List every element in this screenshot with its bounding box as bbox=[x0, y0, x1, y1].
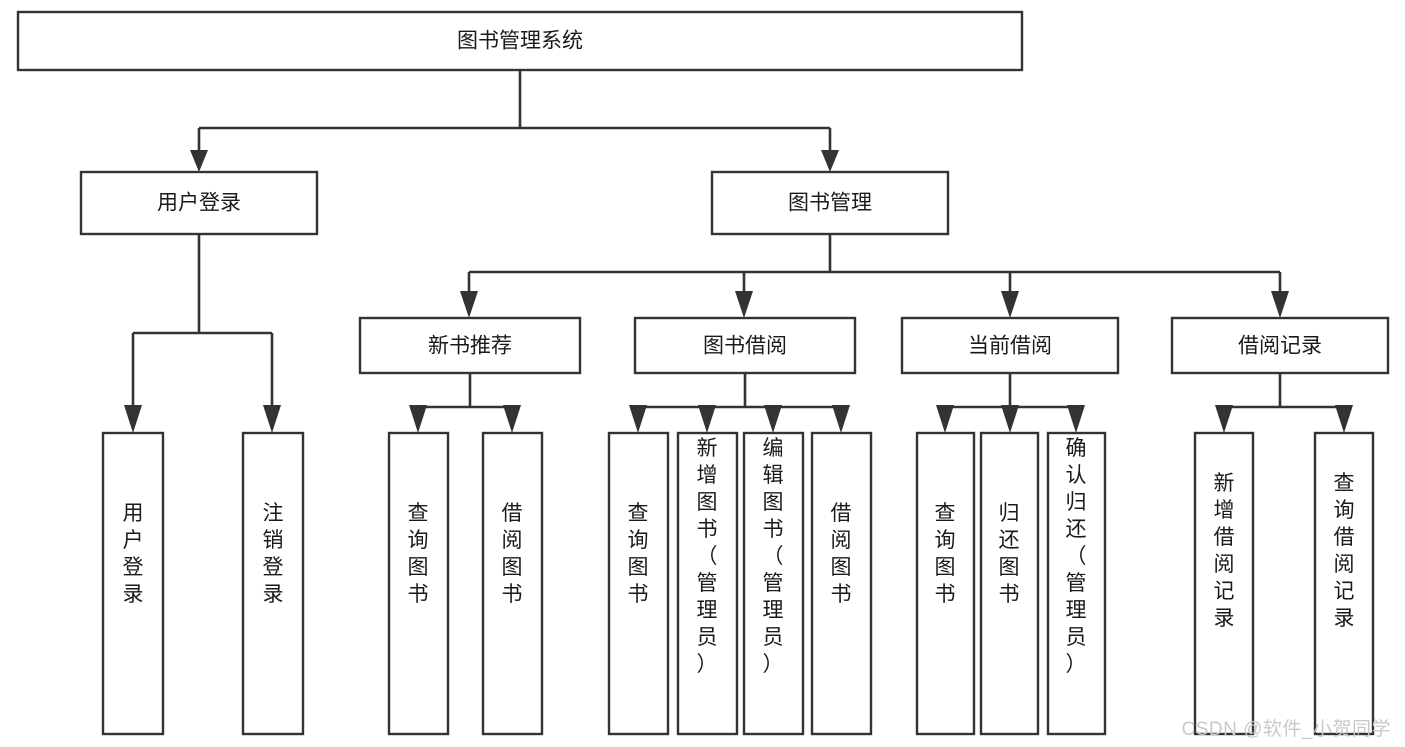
node-leaf-recommend-1[interactable]: 借阅图书 bbox=[481, 431, 544, 736]
node-book-borrow-box bbox=[633, 316, 857, 375]
node-leaf-user-login-1-box bbox=[241, 431, 305, 736]
arrowhead-leaf-current-2 bbox=[1067, 405, 1085, 433]
node-leaf-borrow-2-box bbox=[742, 431, 805, 736]
arrowhead-level2-3 bbox=[1271, 291, 1289, 318]
node-leaf-borrow-1-box bbox=[676, 431, 739, 736]
arrowhead-leaf-record-1 bbox=[1335, 405, 1353, 433]
arrowhead-leaf-borrow-2 bbox=[764, 405, 782, 433]
node-leaf-user-login-0[interactable]: 用户登录 bbox=[101, 431, 165, 736]
node-leaf-recommend-0-label: 查询图书 bbox=[408, 502, 429, 606]
node-leaf-borrow-0-box bbox=[607, 431, 670, 736]
node-leaf-user-login-1-label: 注销登录 bbox=[263, 502, 284, 606]
node-leaf-record-0-box bbox=[1193, 431, 1255, 736]
node-book-management[interactable]: 图书管理 bbox=[710, 170, 950, 236]
node-leaf-user-login-0-box bbox=[101, 431, 165, 736]
node-leaf-record-0-label: 新增借阅记录 bbox=[1214, 472, 1235, 630]
node-borrow-record-box bbox=[1170, 316, 1390, 375]
arrowhead-level2-1 bbox=[735, 291, 753, 318]
node-leaf-current-2-label: 确认归还（管理员） bbox=[1066, 437, 1087, 676]
node-root-box bbox=[16, 10, 1024, 72]
node-new-book-recommend-box bbox=[358, 316, 582, 375]
node-leaf-record-1-label: 查询借阅记录 bbox=[1334, 472, 1355, 630]
node-root-label: 图书管理系统 bbox=[457, 30, 583, 53]
node-leaf-borrow-3-label: 借阅图书 bbox=[831, 502, 852, 606]
node-leaf-recommend-1-box bbox=[481, 431, 544, 736]
node-leaf-current-1[interactable]: 归还图书 bbox=[979, 431, 1040, 736]
node-leaf-borrow-2-label: 编辑图书（管理员） bbox=[763, 437, 784, 676]
arrowhead-leaf-record-0 bbox=[1215, 405, 1233, 433]
node-current-borrow-box bbox=[900, 316, 1120, 375]
node-user-login[interactable]: 用户登录 bbox=[79, 170, 319, 236]
node-leaf-borrow-1-label: 新增图书（管理员） bbox=[697, 437, 718, 676]
arrowhead-leaf-user-login-0 bbox=[124, 405, 142, 433]
arrowhead-leaf-recommend-1 bbox=[503, 405, 521, 433]
node-root-book-management-system[interactable]: 图书管理系统 bbox=[16, 10, 1024, 72]
node-book-borrow[interactable]: 图书借阅 bbox=[633, 316, 857, 375]
node-leaf-recommend-0[interactable]: 查询图书 bbox=[387, 431, 450, 736]
node-leaf-borrow-3-box bbox=[810, 431, 873, 736]
arrowhead-leaf-current-0 bbox=[936, 405, 954, 433]
arrowhead-leaf-borrow-3 bbox=[832, 405, 850, 433]
node-leaf-borrow-3[interactable]: 借阅图书 bbox=[810, 431, 873, 736]
node-current-borrow-label: 当前借阅 bbox=[968, 335, 1052, 358]
node-book-borrow-label: 图书借阅 bbox=[703, 335, 787, 358]
node-leaf-current-0[interactable]: 查询图书 bbox=[915, 431, 976, 736]
node-book-management-label: 图书管理 bbox=[788, 192, 872, 215]
node-book-management-box bbox=[710, 170, 950, 236]
node-new-book-recommend-label: 新书推荐 bbox=[428, 335, 512, 358]
node-current-borrow[interactable]: 当前借阅 bbox=[900, 316, 1120, 375]
arrowhead-leaf-recommend-0 bbox=[409, 405, 427, 433]
node-leaf-recommend-1-label: 借阅图书 bbox=[502, 502, 523, 606]
node-leaf-borrow-0[interactable]: 查询图书 bbox=[607, 431, 670, 736]
arrowhead-user-login bbox=[190, 150, 208, 172]
node-leaf-current-0-box bbox=[915, 431, 976, 736]
node-leaf-borrow-0-label: 查询图书 bbox=[628, 502, 649, 606]
node-leaf-current-1-box bbox=[979, 431, 1040, 736]
arrowhead-book-mgmt bbox=[821, 150, 839, 172]
node-leaf-record-1-box bbox=[1313, 431, 1375, 736]
arrowhead-leaf-current-1 bbox=[1001, 405, 1019, 433]
node-user-login-label: 用户登录 bbox=[157, 192, 241, 215]
node-leaf-record-0[interactable]: 新增借阅记录 bbox=[1193, 431, 1255, 736]
arrowhead-leaf-user-login-1 bbox=[263, 405, 281, 433]
node-borrow-record[interactable]: 借阅记录 bbox=[1170, 316, 1390, 375]
node-leaf-borrow-2[interactable]: 编辑图书（管理员） bbox=[742, 431, 805, 736]
node-leaf-record-1[interactable]: 查询借阅记录 bbox=[1313, 431, 1375, 736]
node-borrow-record-label: 借阅记录 bbox=[1238, 335, 1322, 358]
arrowhead-leaf-borrow-1 bbox=[698, 405, 716, 433]
arrowhead-leaf-borrow-0 bbox=[629, 405, 647, 433]
node-leaf-recommend-0-box bbox=[387, 431, 450, 736]
node-user-login-box bbox=[79, 170, 319, 236]
node-new-book-recommend[interactable]: 新书推荐 bbox=[358, 316, 582, 375]
node-leaf-user-login-0-label: 用户登录 bbox=[123, 502, 144, 606]
node-leaf-current-2-box bbox=[1046, 431, 1107, 736]
node-leaf-current-0-label: 查询图书 bbox=[935, 502, 956, 606]
connector-layer bbox=[124, 70, 1353, 433]
node-leaf-current-2[interactable]: 确认归还（管理员） bbox=[1046, 431, 1107, 736]
node-leaf-current-1-label: 归还图书 bbox=[999, 502, 1020, 606]
node-leaf-user-login-1[interactable]: 注销登录 bbox=[241, 431, 305, 736]
arrowhead-level2-2 bbox=[1001, 291, 1019, 318]
arrowhead-level2-0 bbox=[460, 291, 478, 318]
node-leaf-borrow-1[interactable]: 新增图书（管理员） bbox=[676, 431, 739, 736]
